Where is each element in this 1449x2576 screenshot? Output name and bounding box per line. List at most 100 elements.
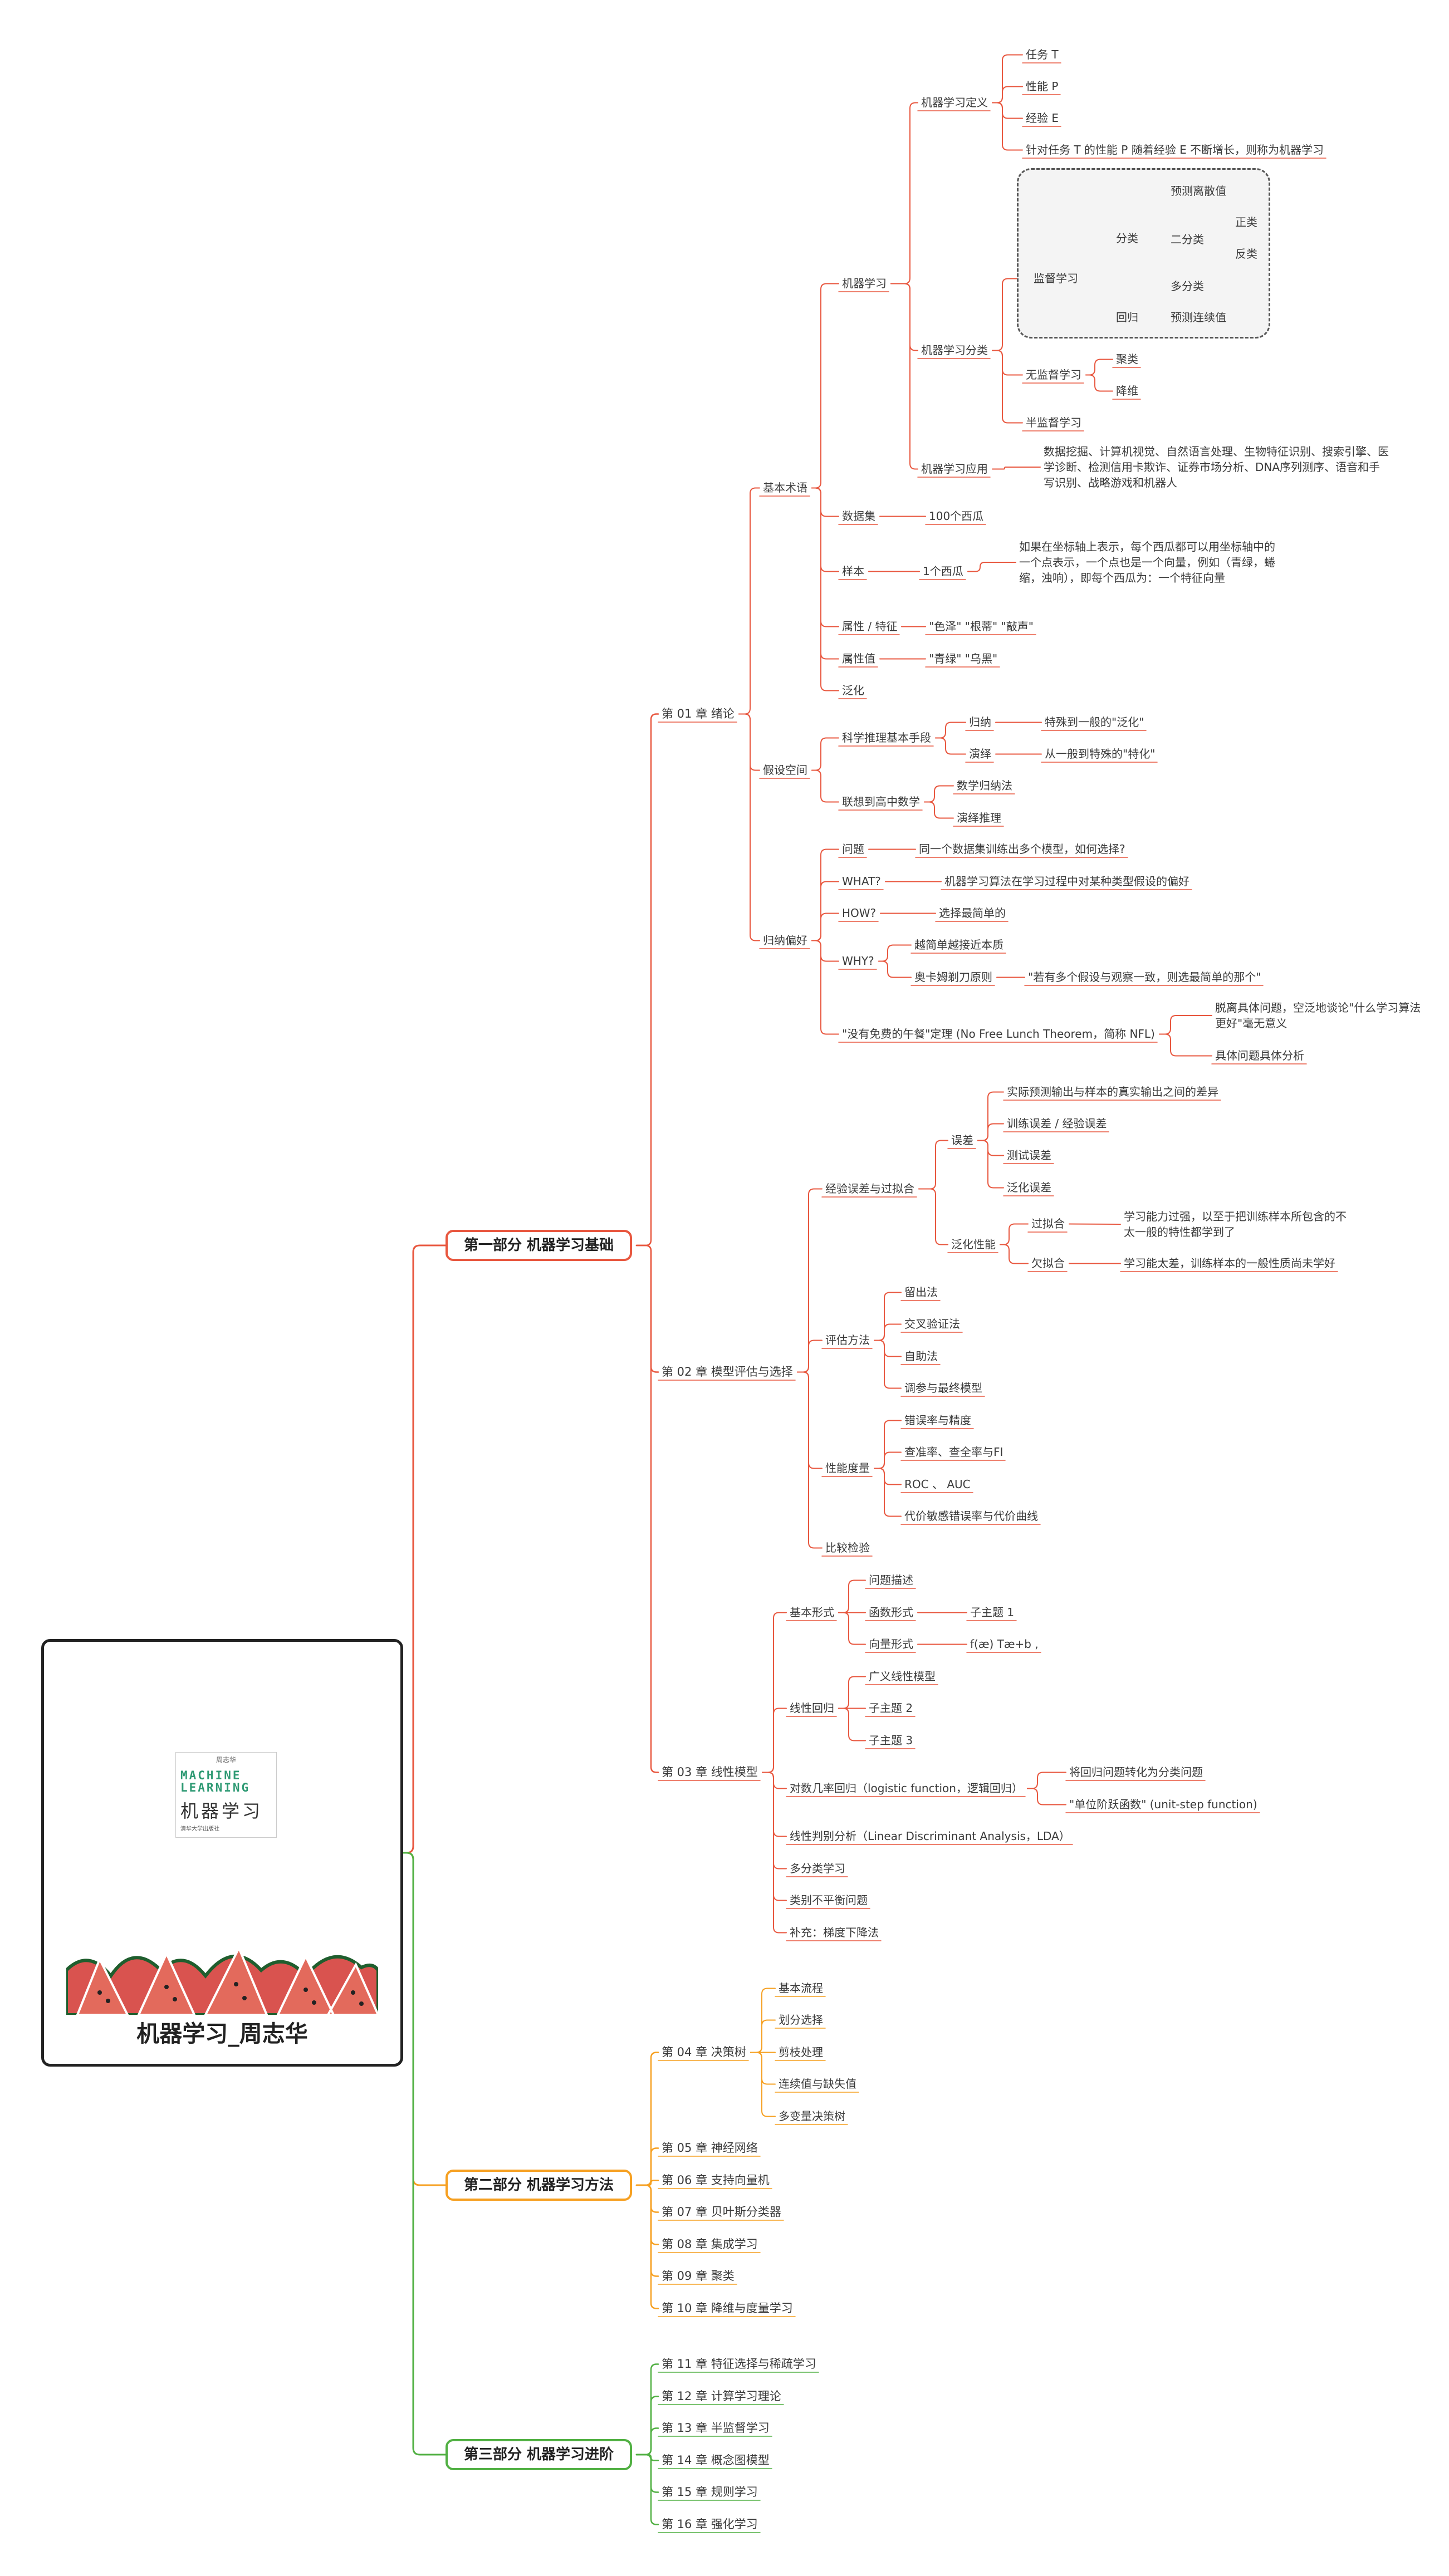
deduction-node[interactable]: 演绎: [969, 747, 991, 760]
problem-value-node[interactable]: 同一个数据集训练出多个模型，如何选择?: [919, 842, 1125, 856]
sample-note-text[interactable]: 如果在坐标轴上表示，每个西瓜都可以用坐标轴中的一个点表示，一个点也是一个向量，例…: [1019, 540, 1275, 585]
ml-definition-node[interactable]: 机器学习定义: [921, 96, 988, 109]
roc-auc-node[interactable]: ROC 、 AUC: [904, 1478, 971, 1491]
chapter-10-node[interactable]: 第 10 章 降维与度量学习: [662, 2302, 793, 2315]
basic-process-node[interactable]: 基本流程: [779, 1981, 823, 1995]
what-value-node[interactable]: 机器学习算法在学习过程中对某种类型假设的偏好: [944, 875, 1189, 888]
classification-node[interactable]: 分类: [1116, 232, 1138, 245]
task-t-node[interactable]: 任务 T: [1026, 48, 1059, 61]
problem-description-node[interactable]: 问题描述: [869, 1573, 913, 1587]
clustering-node[interactable]: 聚类: [1116, 352, 1138, 366]
what-node[interactable]: WHAT?: [842, 875, 881, 888]
sample-value-node[interactable]: 1个西瓜: [923, 565, 963, 578]
training-error-node[interactable]: 训练误差 / 经验误差: [1007, 1117, 1107, 1130]
multi-classification-node[interactable]: 多分类: [1171, 279, 1204, 293]
nfl-specific-node[interactable]: 具体问题具体分析: [1215, 1049, 1304, 1062]
multi-class-learning-node[interactable]: 多分类学习: [790, 1862, 845, 1875]
lda-node[interactable]: 线性判别分析（Linear Discriminant Analysis，LDA）: [790, 1829, 1070, 1843]
mathematical-induction-node[interactable]: 数学归纳法: [957, 779, 1012, 792]
generalization-error-node[interactable]: 泛化误差: [1007, 1181, 1051, 1194]
dataset-node[interactable]: 数据集: [842, 509, 875, 523]
basic-terms-node[interactable]: 基本术语: [763, 481, 807, 494]
test-error-node[interactable]: 测试误差: [1007, 1149, 1051, 1162]
chapter-01-node[interactable]: 第 01 章 绪论: [662, 707, 735, 720]
occams-razor-value-node[interactable]: "若有多个假设与观察一致，则选最简单的那个": [1028, 970, 1261, 984]
ml-definition-full-node[interactable]: 针对任务 T 的性能 P 随着经验 E 不断增长，则称为机器学习: [1026, 143, 1324, 156]
subtopic-3-node[interactable]: 子主题 3: [869, 1734, 913, 1747]
performance-measure-node[interactable]: 性能度量: [825, 1461, 870, 1475]
binary-classification-node[interactable]: 二分类: [1171, 233, 1204, 246]
chapter-03-node[interactable]: 第 03 章 线性模型: [662, 1765, 758, 1779]
cost-sensitive-node[interactable]: 代价敏感错误率与代价曲线: [904, 1509, 1038, 1523]
ml-application-node[interactable]: 机器学习应用: [921, 462, 988, 475]
high-school-math-node[interactable]: 联想到高中数学: [842, 795, 920, 808]
function-subtopic-node[interactable]: 子主题 1: [970, 1606, 1015, 1619]
overfitting-node[interactable]: 过拟合: [1031, 1217, 1065, 1230]
chapter-14-node[interactable]: 第 14 章 概念图模型: [662, 2454, 770, 2467]
regression-to-classification-node[interactable]: 将回归问题转化为分类问题: [1069, 1765, 1203, 1779]
regression-node[interactable]: 回归: [1116, 311, 1138, 324]
linear-regression-node[interactable]: 线性回归: [790, 1701, 834, 1715]
precision-recall-node[interactable]: 查准率、查全率与FI: [904, 1445, 1003, 1459]
chapter-15-node[interactable]: 第 15 章 规则学习: [662, 2485, 758, 2499]
generalized-linear-model-node[interactable]: 广义线性模型: [869, 1670, 936, 1683]
chapter-04-node[interactable]: 第 04 章 决策树: [662, 2045, 746, 2059]
vector-form-node[interactable]: 向量形式: [869, 1637, 913, 1651]
deductive-reasoning-node[interactable]: 演绎推理: [957, 811, 1001, 825]
chapter-07-node[interactable]: 第 07 章 贝叶斯分类器: [662, 2205, 781, 2219]
hold-out-node[interactable]: 留出法: [904, 1285, 938, 1299]
pruning-node[interactable]: 剪枝处理: [779, 2045, 823, 2059]
supervised-learning-node[interactable]: 监督学习: [1034, 272, 1078, 285]
attribute-value-node[interactable]: 属性值: [842, 652, 875, 665]
logistic-regression-node[interactable]: 对数几率回归（logistic function，逻辑回归）: [790, 1782, 1023, 1795]
unsupervised-learning-node[interactable]: 无监督学习: [1026, 368, 1081, 381]
inductive-bias-node[interactable]: 归纳偏好: [763, 934, 807, 947]
empirical-error-node[interactable]: 经验误差与过拟合: [825, 1182, 914, 1195]
dimensionality-reduction-node[interactable]: 降维: [1116, 384, 1138, 398]
chapter-12-node[interactable]: 第 12 章 计算学习理论: [662, 2389, 781, 2403]
predict-discrete-node[interactable]: 预测离散值: [1171, 184, 1226, 198]
chapter-06-node[interactable]: 第 06 章 支持向量机: [662, 2173, 770, 2187]
experience-e-node[interactable]: 经验 E: [1026, 111, 1059, 125]
generalization-performance-node[interactable]: 泛化性能: [951, 1238, 996, 1251]
evaluation-methods-node[interactable]: 评估方法: [825, 1333, 870, 1347]
induction-value-node[interactable]: 特殊到一般的"泛化": [1045, 715, 1144, 729]
performance-p-node[interactable]: 性能 P: [1026, 80, 1059, 93]
error-node[interactable]: 误差: [951, 1134, 973, 1147]
error-definition-node[interactable]: 实际预测输出与样本的真实输出之间的差异: [1007, 1085, 1218, 1098]
part-2-node[interactable]: 第二部分 机器学习方法: [446, 2170, 632, 2201]
bootstrapping-node[interactable]: 自助法: [904, 1350, 938, 1363]
scientific-reasoning-node[interactable]: 科学推理基本手段: [842, 731, 931, 744]
hypothesis-space-node[interactable]: 假设空间: [763, 763, 807, 777]
simpler-closer-to-essence-node[interactable]: 越简单越接近本质: [914, 938, 1003, 951]
occams-razor-node[interactable]: 奥卡姆剃刀原则: [914, 970, 992, 984]
predict-continuous-node[interactable]: 预测连续值: [1171, 311, 1226, 324]
chapter-05-node[interactable]: 第 05 章 神经网络: [662, 2141, 758, 2155]
vector-form-value-node[interactable]: f(æ) Tæ+b ,: [970, 1637, 1039, 1651]
why-node[interactable]: WHY?: [842, 954, 874, 968]
ml-application-text[interactable]: 数据挖掘、计算机视觉、自然语言处理、生物特征识别、搜索引擎、医学诊断、检测信用卡…: [1044, 445, 1389, 489]
cross-validation-node[interactable]: 交叉验证法: [904, 1317, 960, 1331]
nfl-meaning-node[interactable]: 脱离具体问题，空泛地谈论"什么学习算法更好"毫无意义: [1215, 1001, 1421, 1030]
comparison-test-node[interactable]: 比较检验: [825, 1541, 870, 1554]
attribute-value-value-node[interactable]: "青绿" "乌黑": [929, 652, 998, 665]
error-rate-accuracy-node[interactable]: 错误率与精度: [904, 1414, 971, 1427]
part-1-node[interactable]: 第一部分 机器学习基础: [446, 1230, 632, 1261]
basic-form-node[interactable]: 基本形式: [790, 1606, 834, 1619]
chapter-11-node[interactable]: 第 11 章 特征选择与稀疏学习: [662, 2357, 816, 2371]
no-free-lunch-node[interactable]: "没有免费的午餐"定理 (No Free Lunch Theorem，简称 NF…: [842, 1027, 1155, 1041]
ml-classification-node[interactable]: 机器学习分类: [921, 344, 988, 357]
how-value-node[interactable]: 选择最简单的: [939, 906, 1006, 920]
continuous-missing-values-node[interactable]: 连续值与缺失值: [779, 2077, 856, 2091]
dataset-value-node[interactable]: 100个西瓜: [929, 509, 984, 523]
semi-supervised-node[interactable]: 半监督学习: [1026, 416, 1081, 429]
root-topic[interactable]: 周志华 MACHINE LEARNING 机器学习 清华大学出版社 机器学习_周…: [41, 1639, 403, 2067]
underfitting-value-node[interactable]: 学习能太差，训练样本的一般性质尚未学好: [1124, 1257, 1335, 1270]
function-form-node[interactable]: 函数形式: [869, 1606, 913, 1619]
unit-step-function-node[interactable]: "单位阶跃函数" (unit-step function): [1069, 1798, 1257, 1811]
split-selection-node[interactable]: 划分选择: [779, 2013, 823, 2027]
multivariate-tree-node[interactable]: 多变量决策树: [779, 2109, 845, 2123]
deduction-value-node[interactable]: 从一般到特殊的"特化": [1045, 747, 1156, 760]
chapter-02-node[interactable]: 第 02 章 模型评估与选择: [662, 1365, 793, 1378]
how-node[interactable]: HOW?: [842, 906, 877, 920]
